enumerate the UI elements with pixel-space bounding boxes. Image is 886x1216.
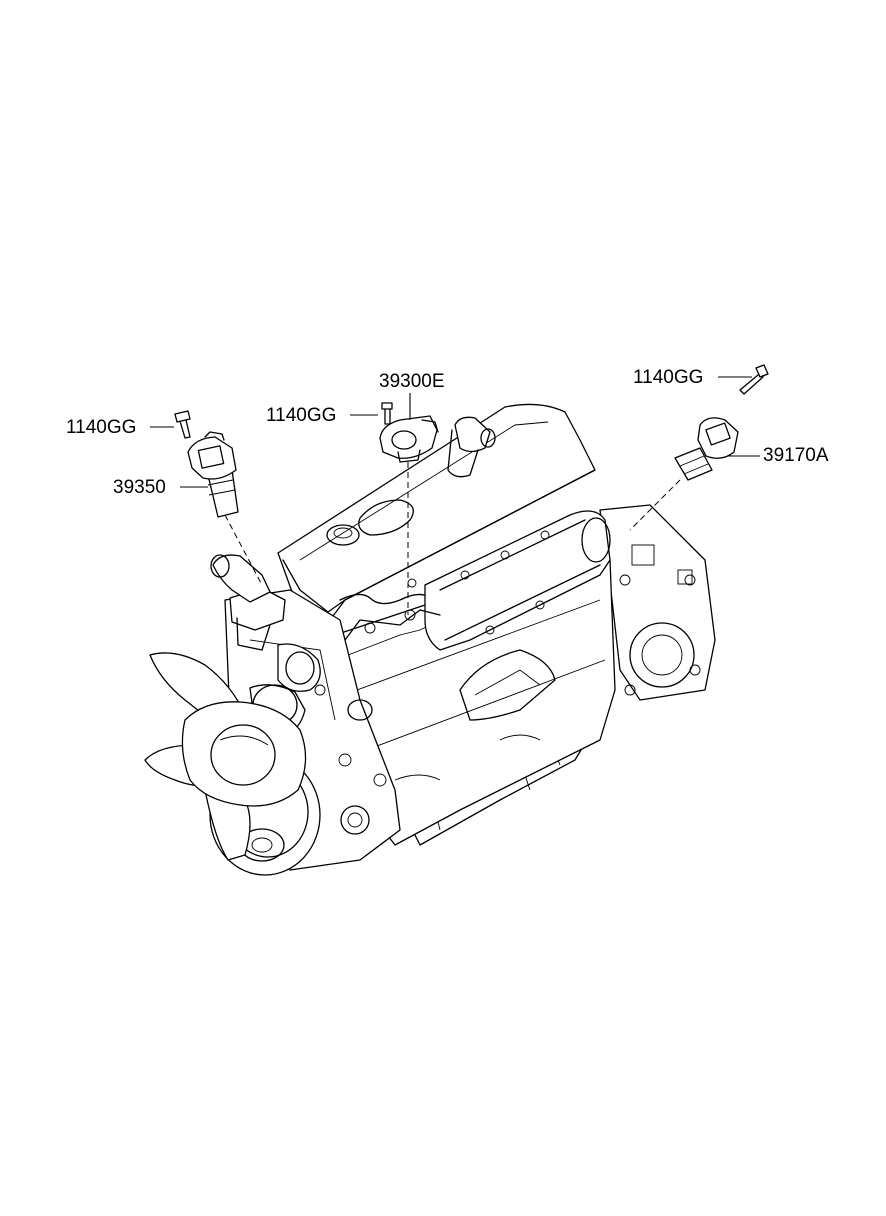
bolt-left[interactable] — [174, 410, 191, 439]
callout-sensor-39170a[interactable]: 39170A — [763, 445, 829, 466]
callout-bolt-right[interactable]: 1140GG — [633, 367, 704, 388]
cooling-fan — [144, 652, 307, 861]
sensor-39300e[interactable] — [379, 415, 439, 463]
callout-bolt-left[interactable]: 1140GG — [66, 417, 137, 438]
callout-bolt-center[interactable]: 1140GG — [266, 405, 337, 426]
install-line-right — [629, 479, 681, 531]
sensor-39170a[interactable] — [674, 417, 739, 481]
callout-sensor-39350[interactable]: 39350 — [113, 477, 166, 498]
engine-block — [209, 403, 716, 876]
bolt-right[interactable] — [739, 364, 769, 395]
sensor-39350[interactable] — [187, 431, 239, 518]
callout-sensor-39300e[interactable]: 39300E — [379, 371, 445, 392]
bolt-center[interactable] — [381, 402, 393, 425]
install-line-left — [224, 514, 263, 586]
